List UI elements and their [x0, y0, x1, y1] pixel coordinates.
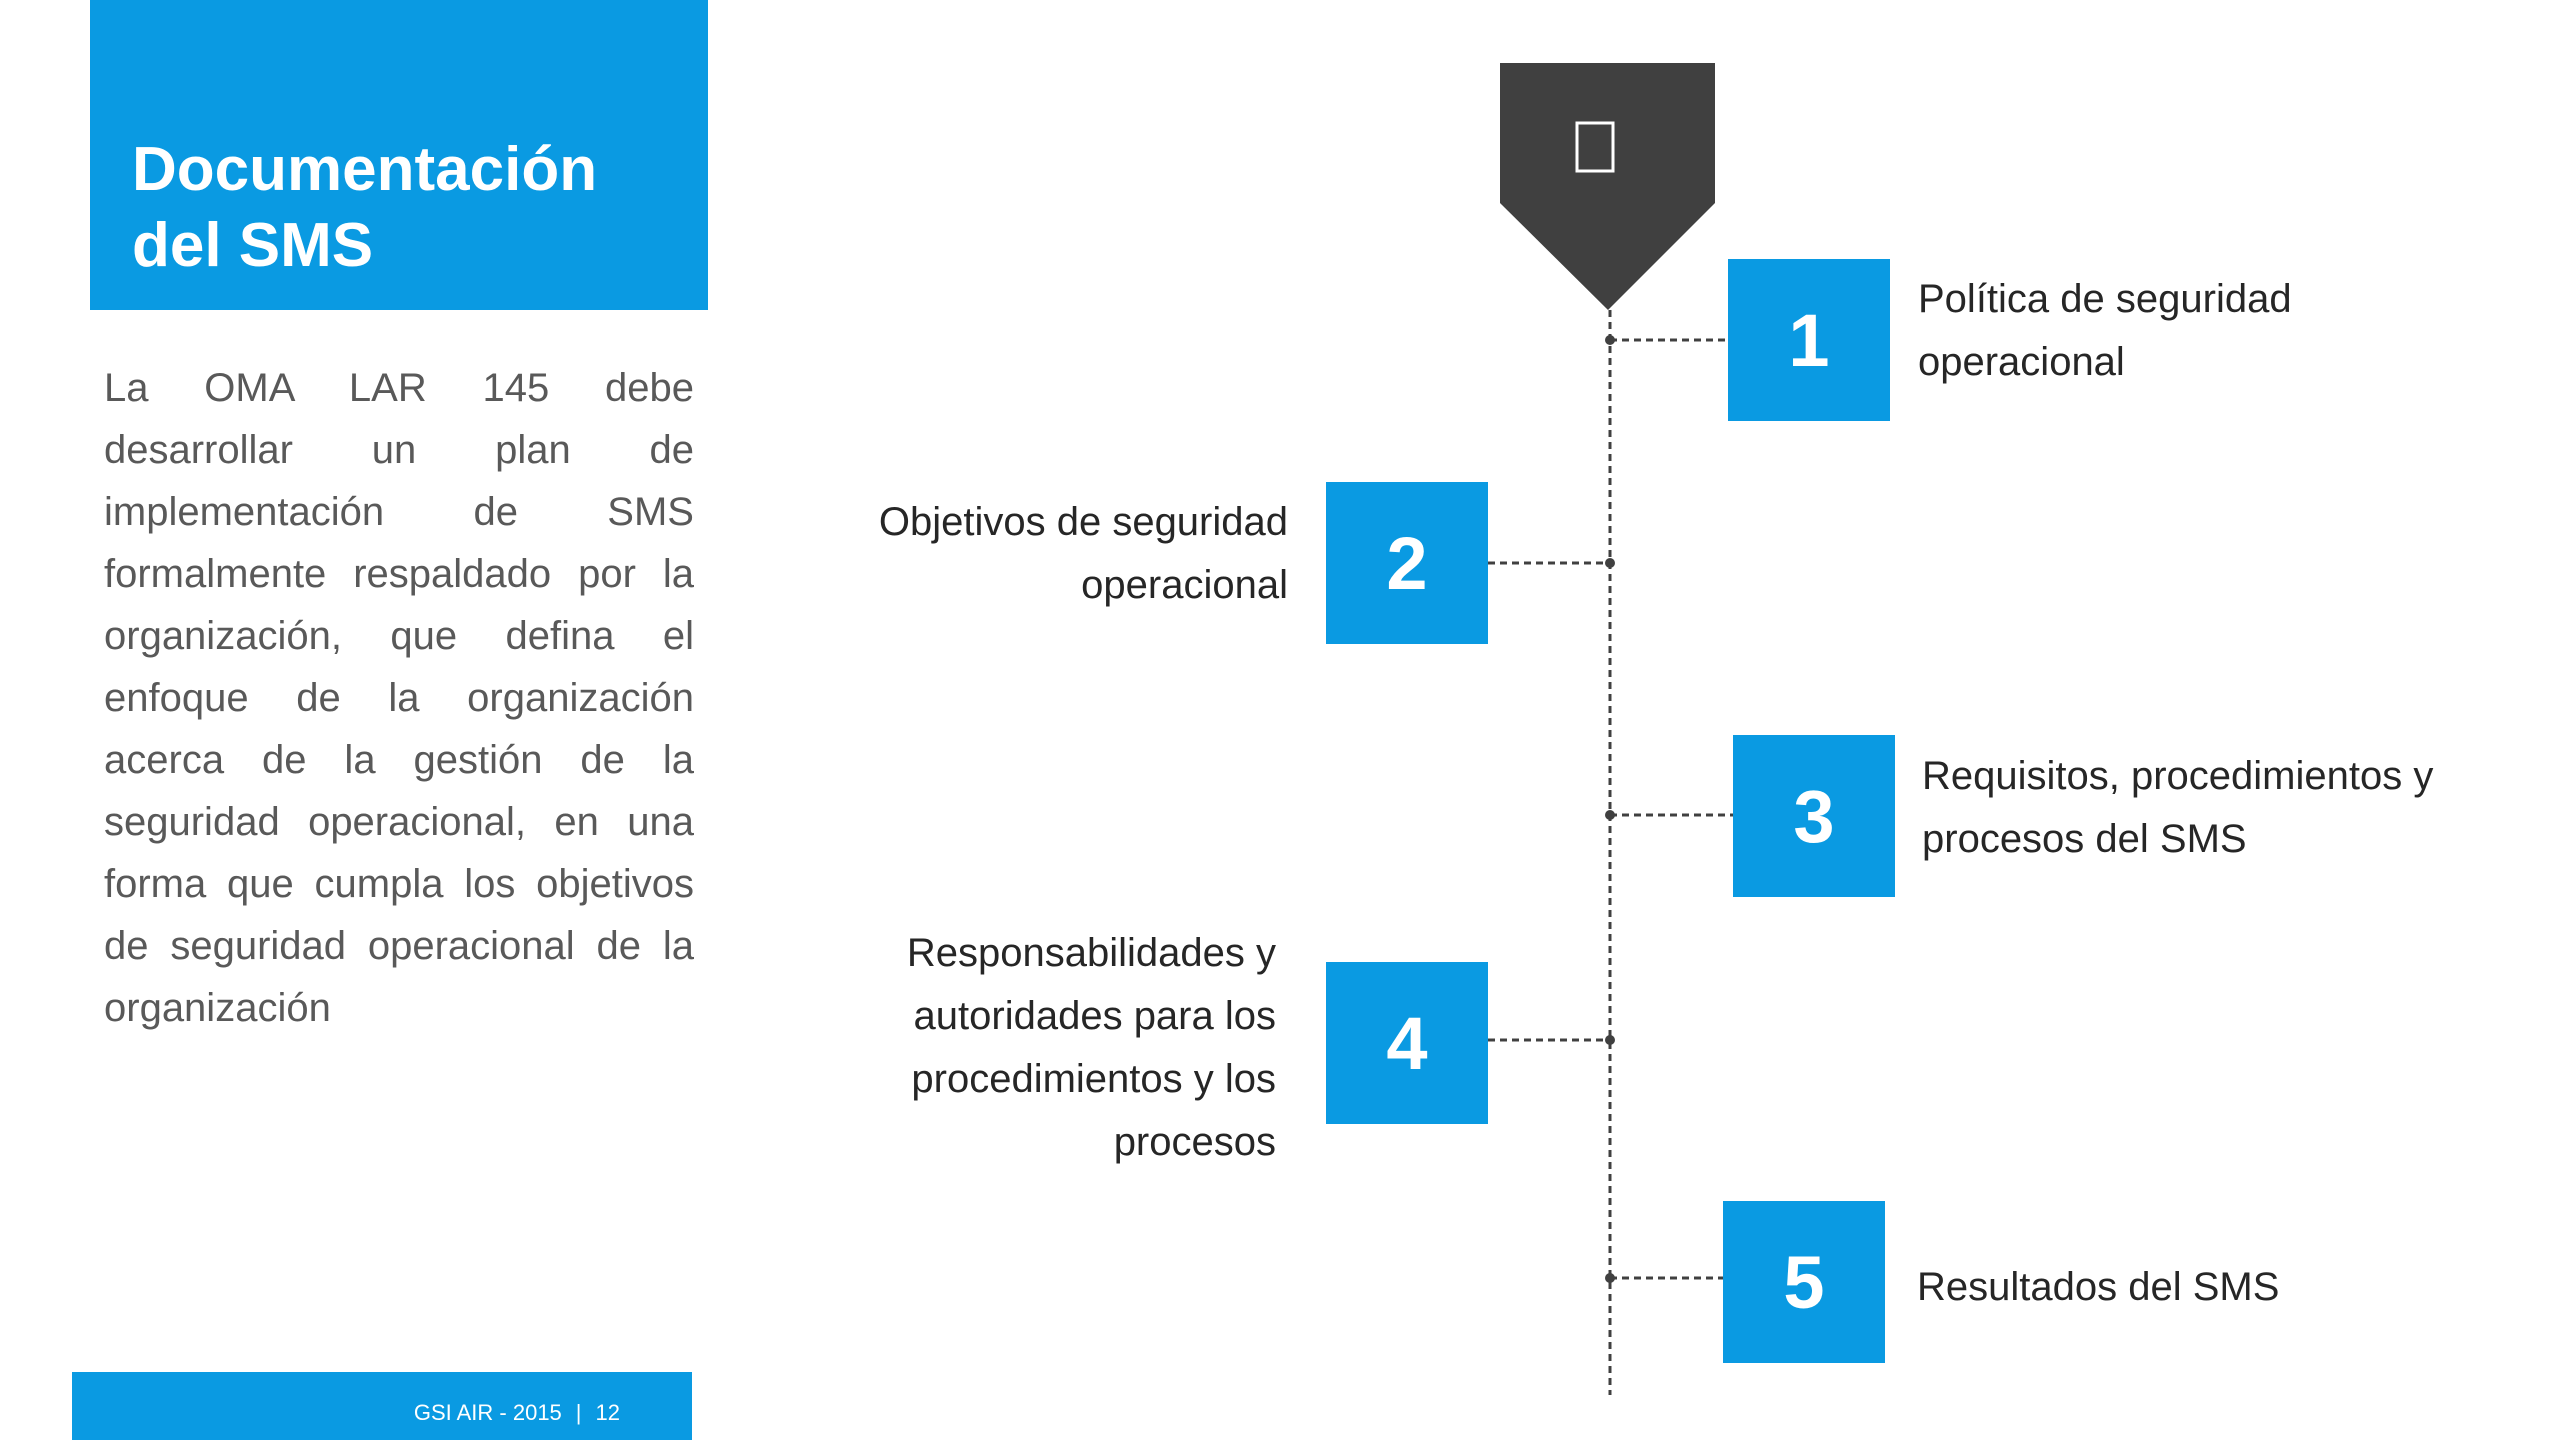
item-2-label: Objetivos de seguridad operacional — [740, 491, 1288, 617]
title-box — [90, 0, 708, 310]
item-4-label-line-4: procesos — [1113, 1120, 1276, 1164]
square-outline-icon — [1575, 121, 1615, 173]
footer-label: GSI AIR - 2015 — [413, 1400, 562, 1425]
item-4-number-box: 4 — [1326, 962, 1488, 1124]
item-1-label-line-1: Política de seguridad — [1918, 277, 2292, 321]
item-3-number-box: 3 — [1733, 735, 1895, 897]
item-5-number-box: 5 — [1723, 1201, 1885, 1363]
item-4-label-line-3: procedimientos y los — [911, 1057, 1276, 1101]
footer-text-group: GSI AIR - 2015 | 12 — [414, 1400, 620, 1426]
connector-dot-2 — [1605, 558, 1615, 568]
page-number: 12 — [595, 1400, 620, 1425]
page-title-line-1: Documentación — [132, 135, 598, 204]
footer-separator: | — [575, 1400, 582, 1425]
page-title: Documentación del SMS — [132, 132, 692, 284]
item-4-label-line-2: autoridades para los — [913, 994, 1276, 1038]
item-4-label-line-1: Responsabilidades y — [906, 931, 1276, 975]
item-2-number-box: 2 — [1326, 482, 1488, 644]
page-title-line-2: del SMS — [132, 211, 374, 280]
footer-bar: GSI AIR - 2015 | 12 — [72, 1372, 692, 1440]
top-marker-shape — [1500, 63, 1715, 310]
item-4-label: Responsabilidades y autoridades para los… — [760, 922, 1276, 1174]
item-5-label: Resultados del SMS — [1917, 1256, 2477, 1319]
item-5-label-line-1: Resultados del SMS — [1917, 1265, 2280, 1309]
item-3-label-line-1: Requisitos, procedimientos y — [1922, 754, 2434, 798]
body-paragraph: La OMA LAR 145 debe desarrollar un plan … — [104, 366, 694, 1030]
item-3-label-line-2: procesos del SMS — [1922, 817, 2247, 861]
item-2-label-line-1: Objetivos de seguridad — [878, 500, 1288, 544]
connector-dot-3 — [1605, 810, 1615, 820]
item-1-number-box: 1 — [1728, 259, 1890, 421]
item-1-label-line-2: operacional — [1918, 340, 2125, 384]
item-3-label: Requisitos, procedimientos y procesos de… — [1922, 745, 2522, 871]
item-1-label: Política de seguridad operacional — [1918, 268, 2478, 394]
connector-dot-5 — [1605, 1273, 1615, 1283]
connector-dot-1 — [1605, 335, 1615, 345]
connector-dot-4 — [1605, 1035, 1615, 1045]
item-2-label-line-2: operacional — [1081, 563, 1288, 607]
